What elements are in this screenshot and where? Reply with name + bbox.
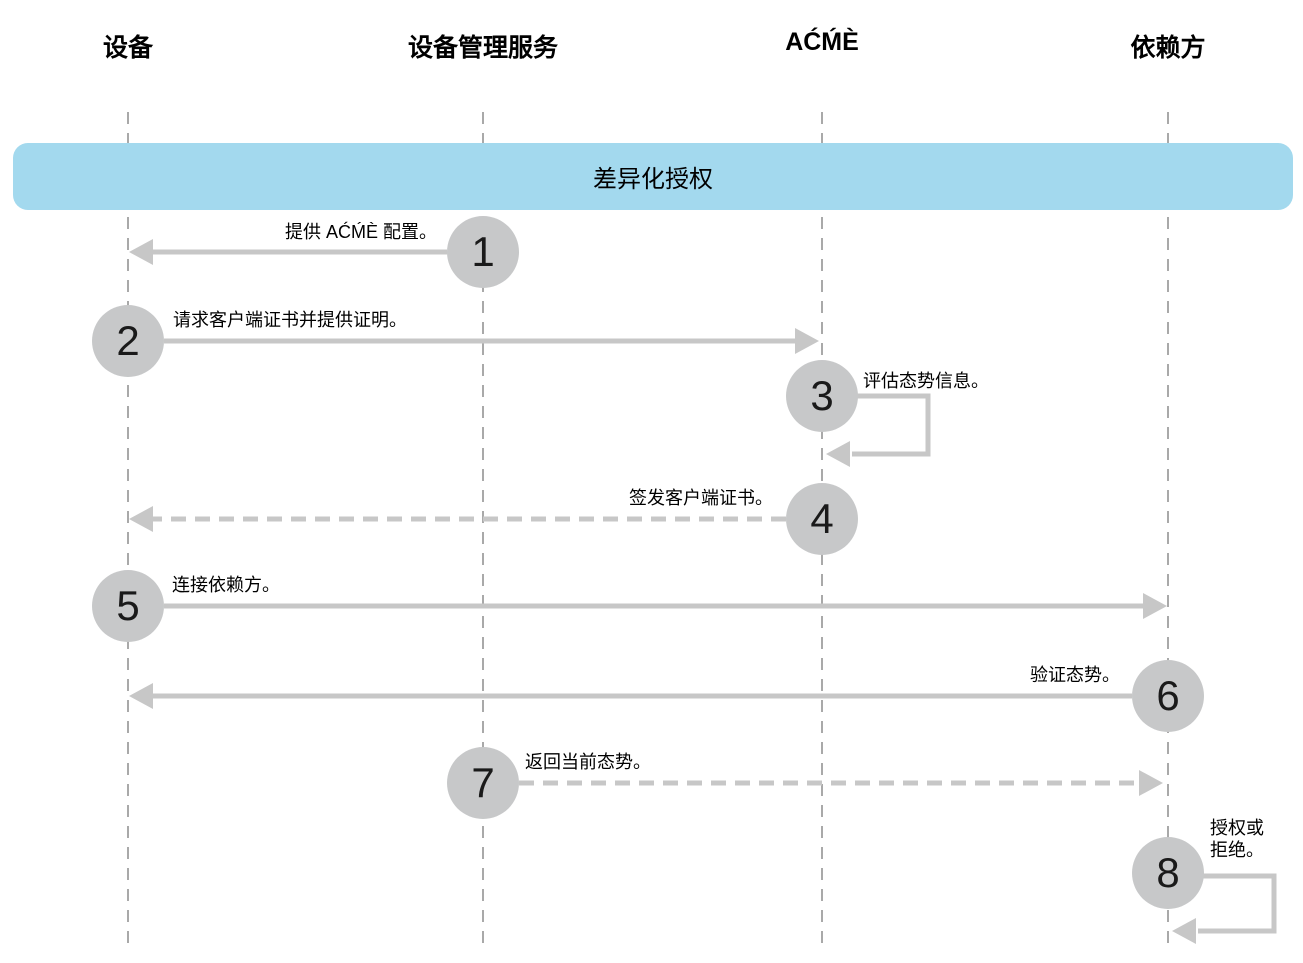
step-badge-6: 6 bbox=[1132, 660, 1204, 732]
actor-device: 设备 bbox=[102, 34, 154, 62]
arrowhead-left-icon bbox=[826, 441, 850, 467]
step-badge-3: 3 bbox=[786, 360, 858, 432]
actor-relying-party: 依赖方 bbox=[1130, 34, 1206, 62]
step7-label: 返回当前态势。 bbox=[525, 752, 651, 772]
arrowhead-left-icon bbox=[129, 506, 153, 532]
arrow-step8-selfloop bbox=[1198, 873, 1277, 934]
diagram-title: 差异化授权 bbox=[593, 166, 713, 193]
actor-mdm-service: 设备管理服务 bbox=[407, 34, 559, 62]
step-badge-2: 2 bbox=[92, 305, 164, 377]
actor-acme: AĆḾÈ bbox=[785, 28, 859, 56]
step5-label: 连接依赖方。 bbox=[172, 575, 280, 595]
title-banner: 差异化授权 bbox=[13, 143, 1293, 210]
arrowhead-left-icon bbox=[1172, 918, 1196, 944]
arrowhead-left-icon bbox=[129, 239, 153, 265]
step3-label: 评估态势信息。 bbox=[863, 371, 989, 391]
step8-label: 授权或拒绝。 bbox=[1210, 818, 1264, 860]
arrow-step3-selfloop bbox=[852, 393, 931, 457]
step-badge-5: 5 bbox=[92, 570, 164, 642]
step6-label: 验证态势。 bbox=[1030, 665, 1120, 685]
arrowhead-right-icon bbox=[795, 328, 819, 354]
step4-label: 签发客户端证书。 bbox=[629, 488, 773, 508]
arrowhead-left-icon bbox=[129, 683, 153, 709]
step1-label: 提供 AĆḾÈ 配置。 bbox=[284, 222, 437, 242]
step-badge-7: 7 bbox=[447, 747, 519, 819]
arrowhead-right-icon bbox=[1143, 593, 1167, 619]
step2-label: 请求客户端证书并提供证明。 bbox=[173, 310, 407, 330]
step-badge-8: 8 bbox=[1132, 837, 1204, 909]
step-badge-1: 1 bbox=[447, 216, 519, 288]
arrowhead-right-icon bbox=[1139, 770, 1163, 796]
step-badge-4: 4 bbox=[786, 483, 858, 555]
